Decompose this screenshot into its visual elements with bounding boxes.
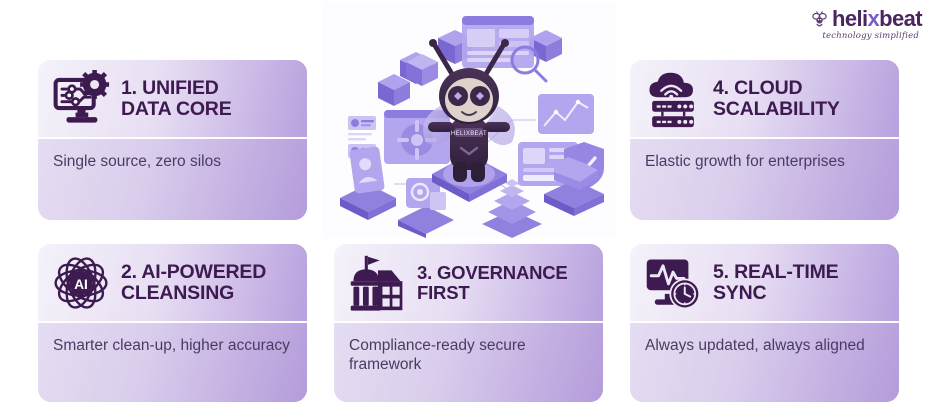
card-title-line-1: 1. UNIFIED (121, 76, 219, 99)
card-title-line-2: SCALABILITY (713, 98, 840, 120)
card-body: Smarter clean-up, higher accuracy (38, 323, 307, 402)
card-title-line-2: FIRST (417, 282, 470, 303)
brand-logo-row: helixbeat (810, 6, 923, 31)
brand-name: helixbeat (832, 6, 923, 31)
government-building-flag-icon (348, 254, 406, 312)
card-title-line-2: DATA CORE (121, 98, 232, 120)
card-header: 3. GOVERNANCE FIRST (334, 244, 603, 323)
monitor-pulse-clock-icon (644, 254, 702, 312)
card-header: AI 2. AI-POWERED CLEANSING (38, 244, 307, 323)
svg-text:AI: AI (74, 277, 88, 292)
card-description: Smarter clean-up, higher accuracy (53, 337, 290, 354)
feature-card-ai-powered-cleansing[interactable]: AI 2. AI-POWERED CLEANSING Smarter clean… (38, 244, 307, 402)
brand-logo: helixbeat technology simplified (810, 6, 923, 41)
card-header: 5. REAL-TIME SYNC (630, 244, 899, 323)
card-title-line-2: CLEANSING (121, 282, 235, 304)
card-title: 5. REAL-TIME SYNC (713, 260, 839, 305)
card-title-line-1: 4. CLOUD (713, 76, 803, 99)
brand-name-x: x (867, 6, 880, 31)
card-description: Single source, zero silos (53, 153, 221, 170)
card-body: Always updated, always aligned (630, 323, 899, 402)
card-title-line-2: SYNC (713, 282, 767, 304)
feature-card-real-time-sync[interactable]: 5. REAL-TIME SYNC Always updated, always… (630, 244, 899, 402)
brand-tagline: technology simplified (822, 31, 919, 41)
card-title-line-1: 2. AI-POWERED (121, 260, 267, 283)
card-body: Single source, zero silos (38, 139, 307, 220)
card-header: 1. UNIFIED DATA CORE (38, 60, 307, 139)
hero-illustration: HELIXBEAT (322, 2, 616, 238)
brand-name-part2: beat (879, 6, 922, 31)
card-description: Elastic growth for enterprises (645, 153, 845, 170)
card-description: Compliance-ready secure framework (349, 337, 526, 374)
card-title: 1. UNIFIED DATA CORE (121, 76, 232, 121)
card-title: 2. AI-POWERED CLEANSING (121, 260, 267, 305)
svg-text:HELIXBEAT: HELIXBEAT (451, 131, 487, 137)
card-description: Always updated, always aligned (645, 337, 865, 354)
brand-name-part1: heli (832, 6, 868, 31)
feature-card-unified-data-core[interactable]: 1. UNIFIED DATA CORE Single source, zero… (38, 60, 307, 220)
card-title-line-1: 3. GOVERNANCE (417, 261, 568, 283)
monitor-data-core-gear-icon (52, 70, 110, 128)
cloud-wifi-server-rack-icon (644, 70, 702, 128)
card-title-line-1: 5. REAL-TIME (713, 260, 839, 283)
card-header: 4. CLOUD SCALABILITY (630, 60, 899, 139)
ai-atom-orbit-icon: AI (52, 254, 110, 312)
helixbeat-bee-mark-icon (810, 10, 829, 29)
card-body: Compliance-ready secure framework (334, 323, 603, 402)
card-body: Elastic growth for enterprises (630, 139, 899, 220)
feature-card-cloud-scalability[interactable]: 4. CLOUD SCALABILITY Elastic growth for … (630, 60, 899, 220)
card-title: 3. GOVERNANCE FIRST (417, 261, 568, 304)
card-title: 4. CLOUD SCALABILITY (713, 76, 840, 121)
feature-card-governance-first[interactable]: 3. GOVERNANCE FIRST Compliance-ready sec… (334, 244, 603, 402)
